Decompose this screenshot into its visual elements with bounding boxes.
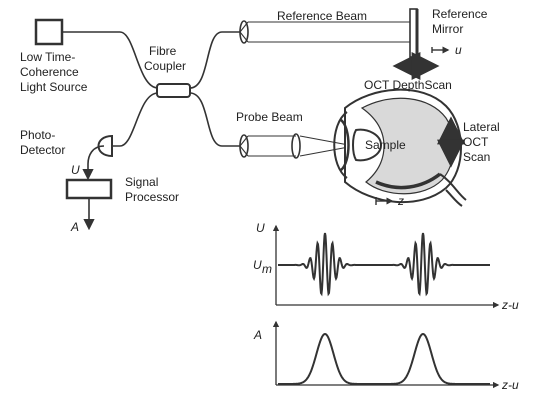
fibre-reference [189, 31, 240, 89]
coupler-label-1: Fibre [149, 44, 177, 58]
z-axis-label: z [397, 194, 404, 208]
fibre-coupler [156, 83, 191, 98]
depth-scan-label: OCT DepthScan [364, 78, 452, 92]
cornea [333, 111, 348, 179]
signal-u-label: U [71, 163, 80, 177]
fibre-probe [189, 92, 240, 147]
retina [375, 172, 442, 190]
lateral-label-3: Scan [463, 150, 490, 164]
reference-beam-label: Reference Beam [277, 9, 367, 23]
processor-label-1: Signal [125, 175, 158, 189]
detector-label-1: Photo- [20, 128, 55, 142]
source-label-3: Light Source [20, 80, 88, 94]
plot1-um-label: U [253, 258, 262, 272]
photo-detector [97, 134, 113, 158]
iris [340, 119, 350, 171]
eye-lens [352, 128, 383, 162]
plot2-xlabel: z-u [501, 378, 519, 392]
u-axis-label: u [455, 43, 462, 57]
envelope-signal-curve [278, 332, 490, 385]
fibre-detector [112, 92, 159, 147]
plot2-ylabel: A [253, 328, 262, 342]
coupler-label-2: Coupler [144, 59, 186, 73]
mirror-label-2: Mirror [432, 22, 463, 36]
sample-label: Sample [365, 138, 406, 152]
lateral-label-1: Lateral [463, 120, 500, 134]
processor-label-2: Processor [125, 190, 179, 204]
detector-label-2: Detector [20, 143, 65, 157]
optic-nerve [439, 173, 467, 201]
detector-to-processor-arrow [82, 145, 105, 181]
plot1-xlabel: z-u [501, 298, 519, 312]
plot1-ylabel: U [256, 221, 265, 235]
fibre-source [62, 31, 159, 89]
source-label-1: Low Time- [20, 50, 75, 64]
probe-beam-label: Probe Beam [236, 110, 303, 124]
signal-a-label: A [70, 220, 79, 234]
probe-lens-2 [291, 133, 301, 159]
lateral-label-2: OCT [463, 135, 489, 149]
light-source-box [34, 18, 64, 46]
plot1-um-sub: m [262, 262, 272, 276]
signal-processor [65, 178, 113, 200]
sample-region [360, 97, 455, 195]
source-label-2: Coherence [20, 65, 79, 79]
mirror-label-1: Reference [432, 7, 488, 21]
interference-signal-curve [278, 232, 490, 297]
